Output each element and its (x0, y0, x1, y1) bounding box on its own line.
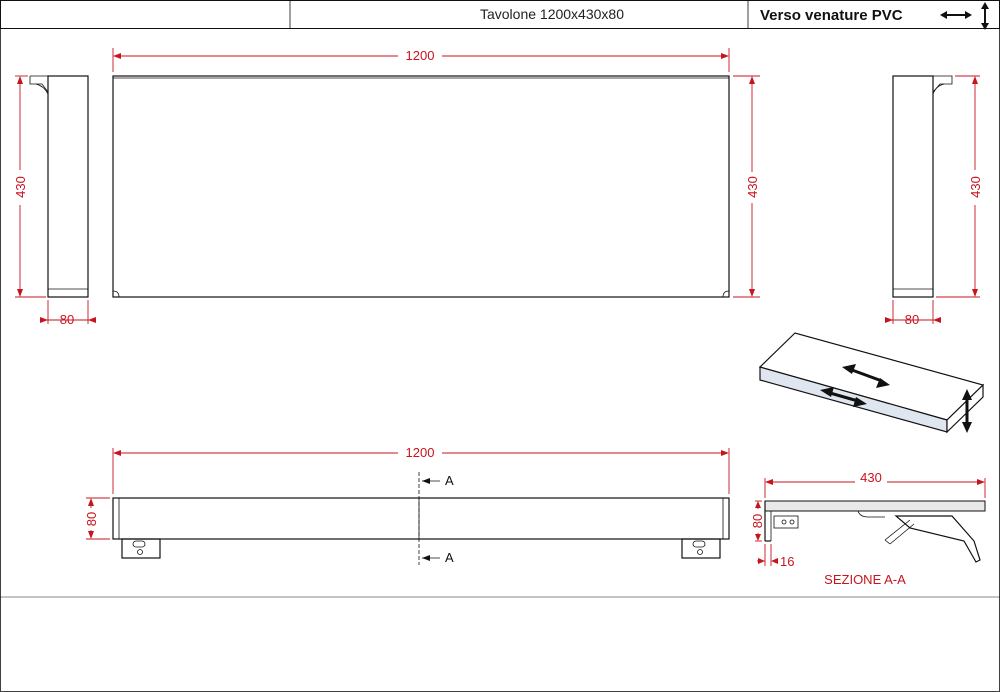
dim-left-depth-label: 80 (60, 312, 74, 327)
section-marker-bottom: A (445, 550, 454, 565)
dimension-section-offset: 16 (757, 544, 794, 569)
section-title: SEZIONE A-A (824, 572, 906, 587)
dim-section-width-label: 430 (860, 470, 882, 485)
dimension-right-height: 430 (936, 75, 983, 298)
section-a-a-view (764, 500, 986, 563)
bracket-left (121, 538, 161, 559)
drawing-title: Tavolone 1200x430x80 (480, 6, 624, 22)
dim-bottom-height-label: 80 (84, 512, 99, 526)
grain-direction-edge-icon (820, 387, 867, 407)
dim-right-depth-label: 80 (905, 312, 919, 327)
dim-front-height-label: 430 (745, 176, 760, 198)
dimension-right-depth: 80 (885, 300, 941, 327)
dim-left-height-label: 430 (13, 176, 28, 198)
section-marker-top: A (445, 473, 454, 488)
right-side-view (892, 75, 953, 298)
dimension-section-height: 80 (750, 500, 765, 542)
dimension-bottom-height: 80 (84, 497, 110, 540)
double-arrow-vertical-icon (981, 2, 989, 30)
grain-direction-top-icon (842, 364, 890, 388)
bracket-right (681, 538, 721, 559)
dimension-front-height: 430 (733, 75, 760, 298)
dimension-front-width: 1200 (112, 48, 730, 72)
dim-bottom-width-label: 1200 (406, 445, 435, 460)
dimension-left-depth: 80 (40, 300, 96, 327)
bottom-front-view (112, 497, 730, 559)
perspective-view (758, 332, 985, 434)
front-view (112, 75, 730, 298)
dimension-bottom-width: 1200 (112, 445, 730, 494)
dim-right-height-label: 430 (968, 176, 983, 198)
left-side-view (29, 75, 89, 298)
dim-section-offset-label: 16 (780, 554, 794, 569)
dimension-section-width: 430 (764, 470, 986, 498)
grain-direction-note: Verso venature PVC (760, 7, 903, 24)
dim-front-width-label: 1200 (406, 48, 435, 63)
dimension-left-height: 430 (13, 75, 46, 298)
double-arrow-horizontal-icon (940, 11, 972, 19)
section-cut-line: A A (418, 472, 454, 565)
title-block: Tavolone 1200x430x80 Verso venature PVC (0, 0, 1000, 30)
grain-direction-vertical-icon (962, 389, 972, 433)
dim-section-height-label: 80 (750, 514, 765, 528)
